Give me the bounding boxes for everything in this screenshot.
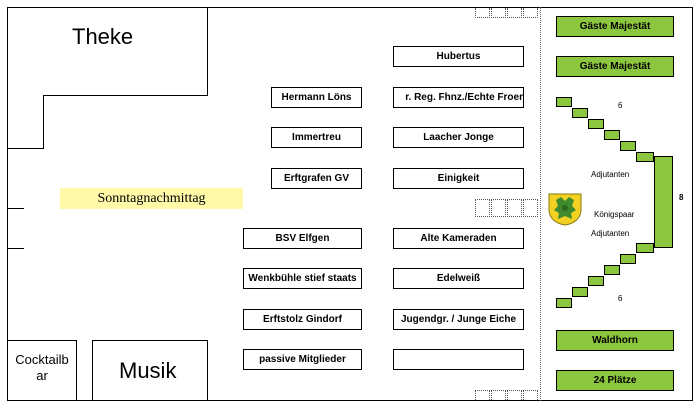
seat-bottom-2 bbox=[572, 287, 588, 297]
table-edelweiss: Edelweiß bbox=[393, 268, 524, 289]
wall-top bbox=[7, 7, 693, 8]
seat-bottom-1 bbox=[556, 298, 572, 308]
count-top: 6 bbox=[618, 101, 623, 110]
table-hermann-loens: Hermann Löns bbox=[271, 87, 362, 108]
table-passive-mitglieder: passive Mitglieder bbox=[243, 349, 362, 370]
dotted-seats-middle bbox=[475, 199, 539, 217]
wall-right bbox=[692, 7, 693, 401]
table-jugendgruppe: Jugendgr. / Junge Eiche bbox=[393, 309, 524, 330]
table-hubertus: Hubertus bbox=[393, 46, 524, 67]
seat-top-1 bbox=[556, 97, 572, 107]
table-erftgrafen: Erftgrafen GV bbox=[271, 168, 362, 189]
table-laacher-jonge: Laacher Jonge bbox=[393, 127, 524, 148]
seat-bottom-3 bbox=[588, 276, 604, 286]
table-empty bbox=[393, 349, 524, 370]
table-koenigspaar-long bbox=[654, 156, 673, 248]
adjutanten-top: Adjutanten bbox=[591, 170, 630, 179]
seat-bottom-4 bbox=[604, 265, 620, 275]
cocktailbar bbox=[7, 340, 77, 401]
dotted-divider bbox=[540, 7, 541, 401]
table-alte-kameraden: Alte Kameraden bbox=[393, 228, 524, 249]
table-24-plaetze: 24 Plätze bbox=[556, 370, 674, 391]
count-side: 8 bbox=[679, 193, 684, 202]
seat-top-5 bbox=[620, 141, 636, 151]
table-gaeste-majestaet-2: Gäste Majestät bbox=[556, 56, 674, 77]
table-gaeste-majestaet-1: Gäste Majestät bbox=[556, 16, 674, 37]
wall-bottom bbox=[7, 400, 693, 401]
theke-wall-right bbox=[207, 7, 208, 96]
coat-of-arms-icon bbox=[548, 193, 582, 226]
dotted-seats-top bbox=[475, 8, 539, 18]
door-mark-2 bbox=[7, 248, 24, 249]
theke-label: Theke bbox=[72, 24, 134, 49]
adjutanten-bottom: Adjutanten bbox=[591, 229, 630, 238]
dotted-seats-bottom bbox=[475, 390, 539, 400]
theke-wall-bottom bbox=[43, 95, 208, 96]
seat-top-2 bbox=[572, 108, 588, 118]
seat-bottom-6 bbox=[636, 243, 654, 253]
wall-left bbox=[7, 7, 8, 401]
table-bsv-elfgen: BSV Elfgen bbox=[243, 228, 362, 249]
table-wenkbuehle: Wenkbühle stief staats bbox=[243, 268, 362, 289]
table-einigkeit: Einigkeit bbox=[393, 168, 524, 189]
musik-area bbox=[92, 340, 208, 401]
theke-wall-step bbox=[7, 148, 44, 149]
koenigspaar-label: Königspaar bbox=[594, 210, 635, 219]
table-reg-fhnz: r. Reg. Fhnz./Echte Froer bbox=[393, 87, 524, 108]
table-erftstolz: Erftstolz Gindorf bbox=[243, 309, 362, 330]
seat-top-4 bbox=[604, 130, 620, 140]
cocktailbar-label: Cocktailb ar bbox=[15, 352, 69, 383]
table-immertreu: Immertreu bbox=[271, 127, 362, 148]
seat-top-3 bbox=[588, 119, 604, 129]
musik-label: Musik bbox=[119, 358, 177, 383]
seat-top-6 bbox=[636, 152, 654, 162]
theke-wall-inner bbox=[43, 95, 44, 149]
table-waldhorn: Waldhorn bbox=[556, 330, 674, 351]
seat-bottom-5 bbox=[620, 254, 636, 264]
door-mark-1 bbox=[7, 208, 24, 209]
count-bottom: 6 bbox=[618, 294, 623, 303]
stage-label: Sonntagnachmittag bbox=[60, 188, 243, 209]
